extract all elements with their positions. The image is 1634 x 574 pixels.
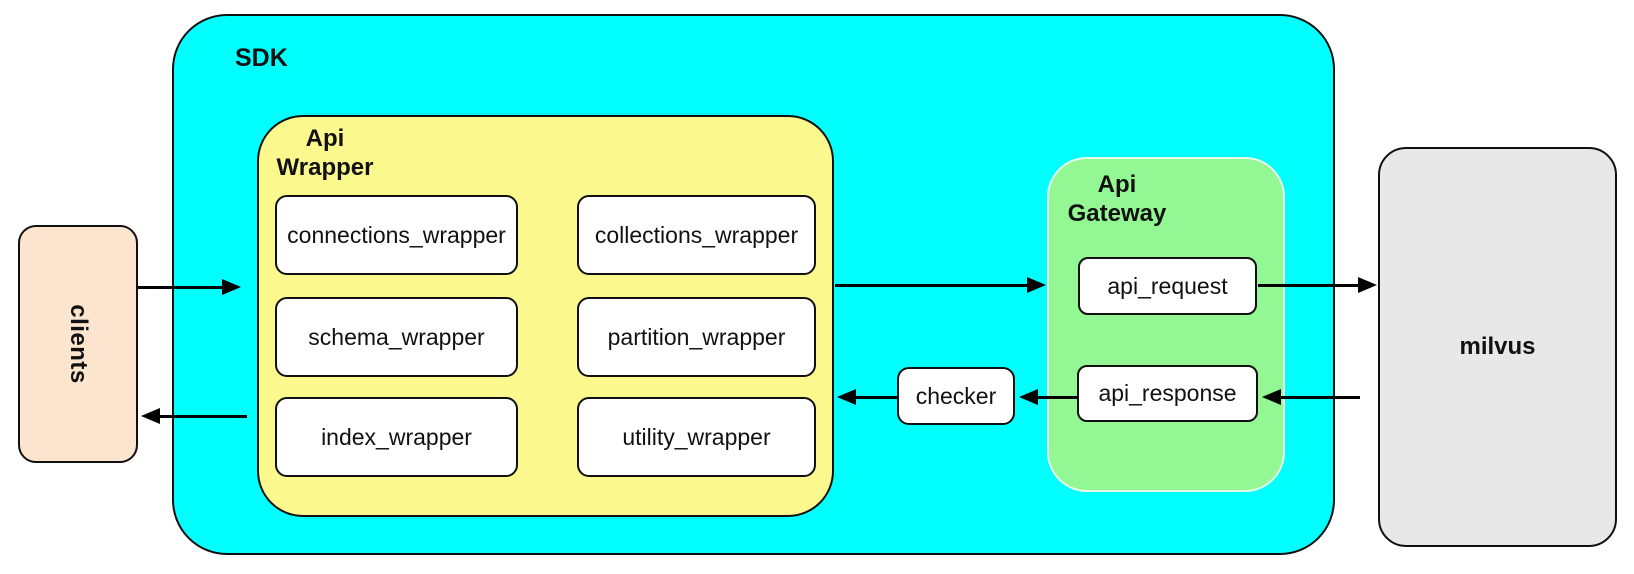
arrow-request-to-milvus-head [1358,277,1377,293]
arrow-clients-to-sdk-head [222,279,241,295]
node-clients: clients [18,225,138,463]
node-utility-wrapper: utility_wrapper [577,397,816,477]
arrow-response-to-checker-line [1038,396,1077,399]
node-checker-label: checker [915,382,997,409]
arrow-milvus-to-response-head [1262,389,1281,405]
arrow-wrapper-to-clients-line [160,415,247,418]
node-milvus-label: milvus [1459,333,1536,360]
api-gateway-label-line2: Gateway [1067,200,1167,227]
node-api-response-label: api_response [1098,380,1237,406]
node-checker: checker [897,367,1015,425]
node-clients-label: clients [65,304,92,384]
node-connections-wrapper-label: connections_wrapper [287,221,506,248]
node-schema-wrapper-label: schema_wrapper [308,323,485,350]
api-gateway-label-line1: Api [1097,171,1137,198]
api-gateway-label: Api Gateway [1061,170,1173,228]
api-wrapper-label-line1: Api [305,125,345,152]
arrow-milvus-to-response-line [1281,396,1360,399]
node-api-response: api_response [1077,365,1258,422]
node-partition-wrapper-label: partition_wrapper [607,323,786,350]
arrow-wrapper-to-clients-head [141,408,160,424]
sdk-label: SDK [235,44,288,72]
arrow-wrapper-to-gateway-line [835,284,1027,287]
arrow-response-to-checker-head [1019,389,1038,405]
api-wrapper-label: Api Wrapper [269,124,381,182]
arrow-clients-to-sdk-line [138,286,222,289]
api-gateway-container: Api Gateway [1047,157,1285,492]
api-wrapper-label-line2: Wrapper [276,154,374,181]
arrow-checker-to-wrapper-line [856,396,897,399]
node-index-wrapper: index_wrapper [275,397,518,477]
node-collections-wrapper: collections_wrapper [577,195,816,275]
node-partition-wrapper: partition_wrapper [577,297,816,377]
arrow-checker-to-wrapper-head [837,389,856,405]
node-api-request-label: api_request [1107,272,1228,299]
node-utility-wrapper-label: utility_wrapper [622,423,771,450]
node-api-request: api_request [1078,257,1257,315]
node-schema-wrapper: schema_wrapper [275,297,518,377]
node-collections-wrapper-label: collections_wrapper [594,221,799,248]
node-milvus: milvus [1378,147,1617,547]
arrow-request-to-milvus-line [1258,284,1358,287]
node-connections-wrapper: connections_wrapper [275,195,518,275]
arrow-wrapper-to-gateway-head [1027,277,1046,293]
node-index-wrapper-label: index_wrapper [321,423,472,450]
